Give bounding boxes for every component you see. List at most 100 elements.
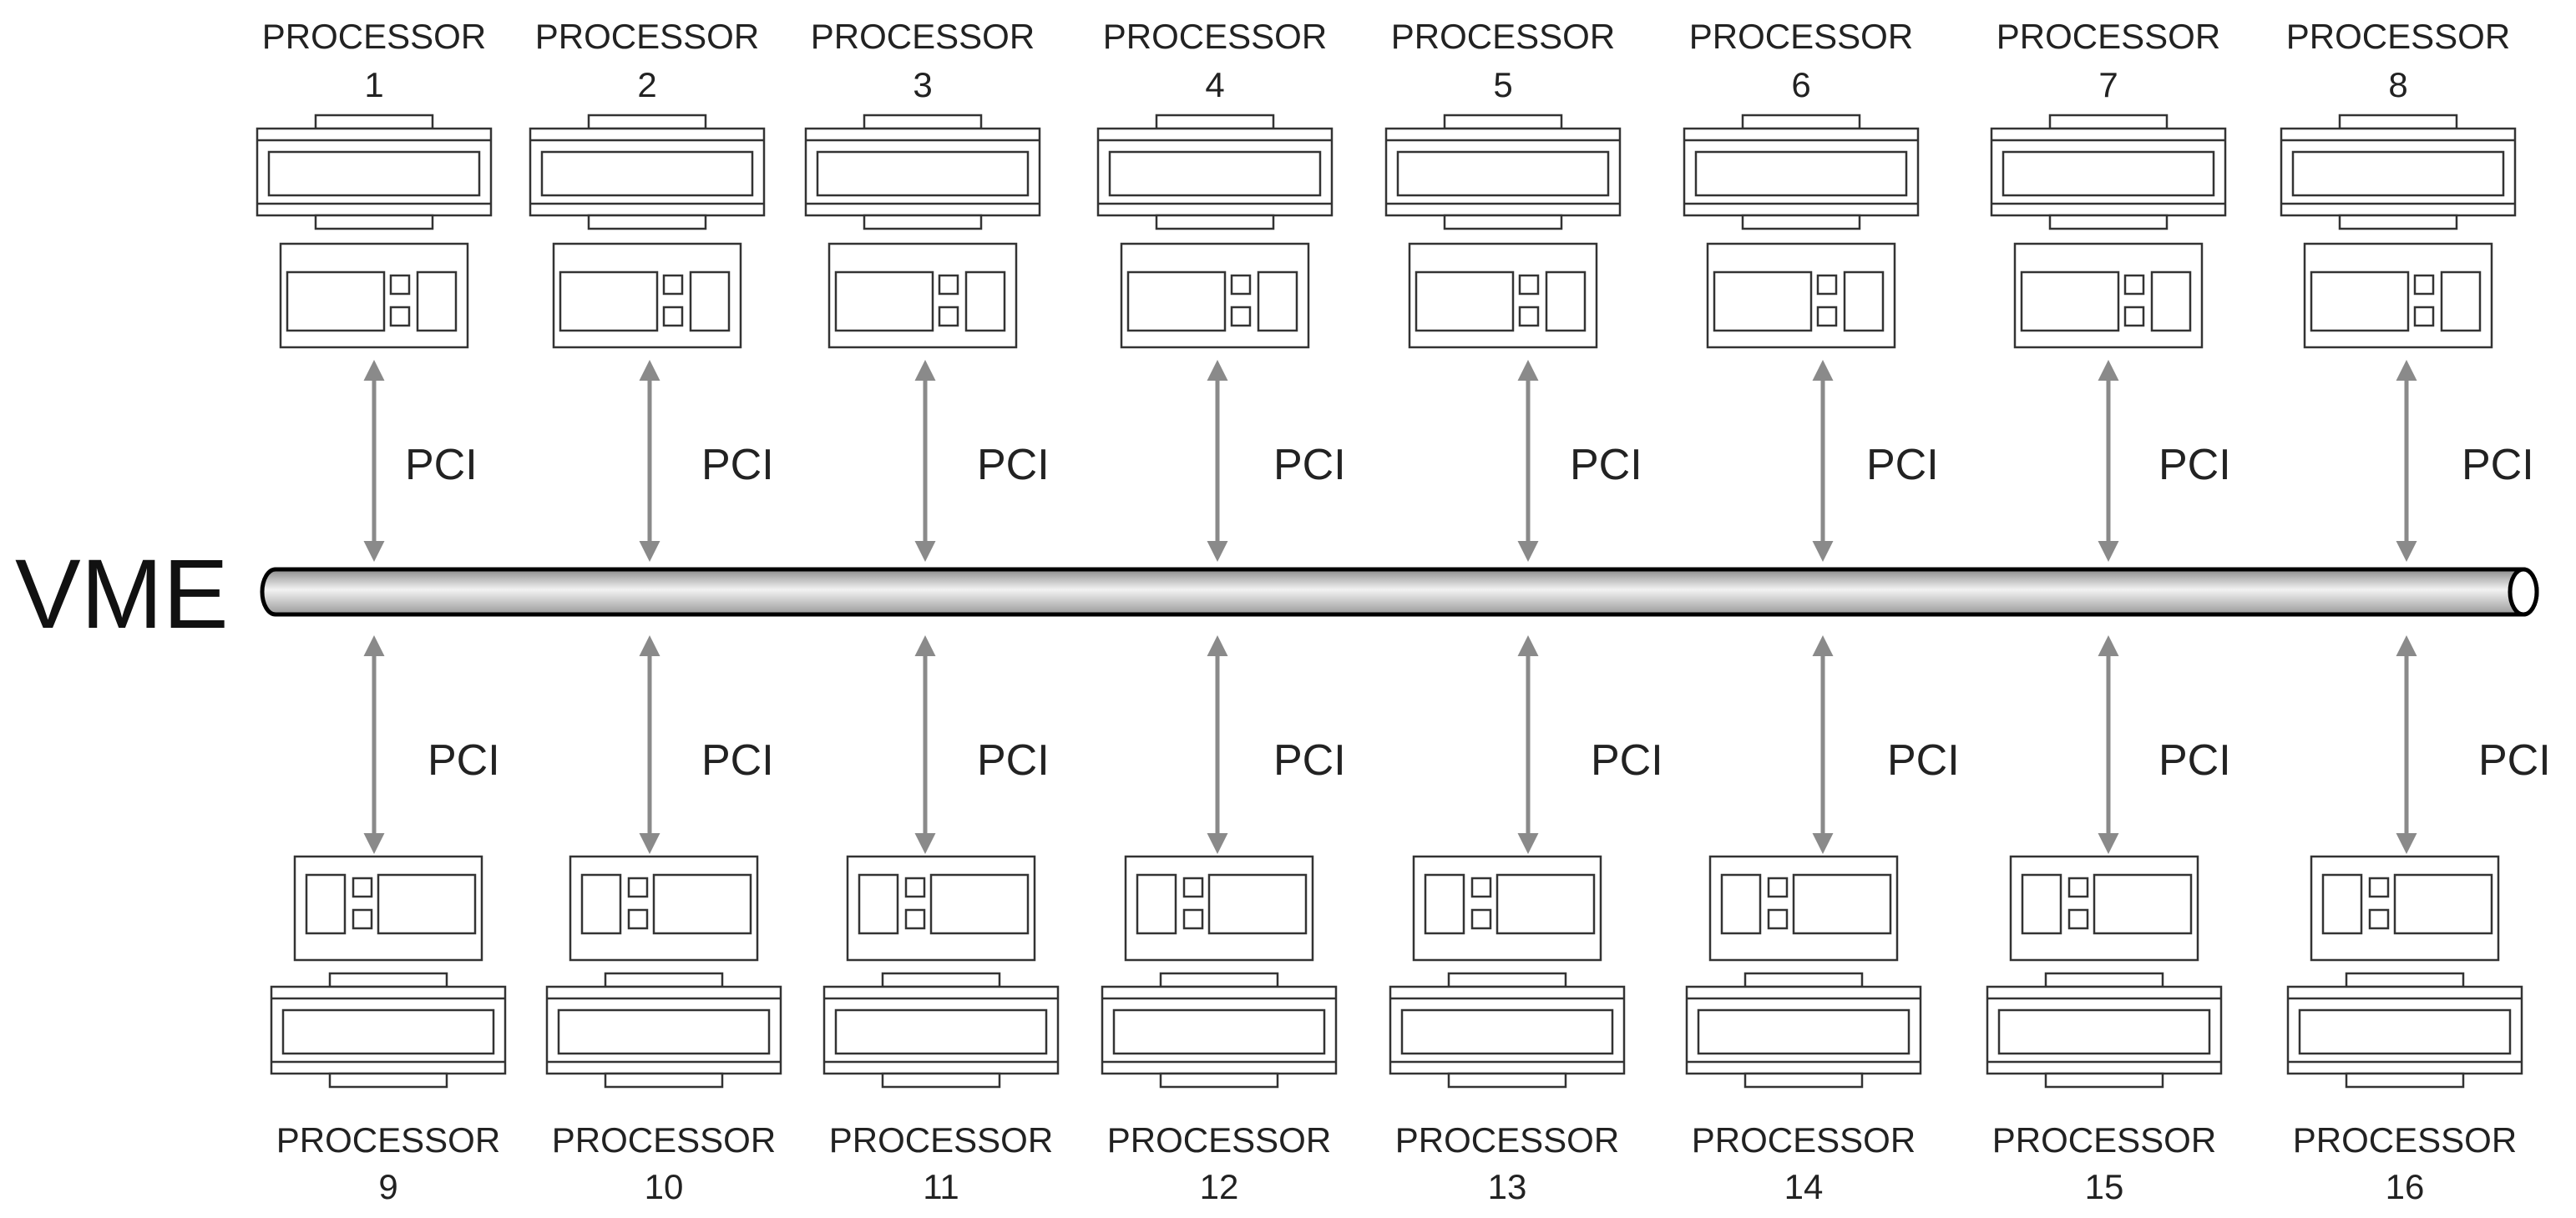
vme-bus bbox=[260, 567, 2539, 617]
keyboard-icon bbox=[2280, 114, 2517, 230]
processor-label: PROCESSOR bbox=[829, 1120, 1053, 1160]
keyboard-icon bbox=[1101, 972, 1338, 1089]
processor-number: 6 bbox=[1791, 65, 1810, 104]
pci-label: PCI bbox=[977, 441, 1050, 489]
processor-label: PROCESSOR bbox=[2286, 17, 2510, 56]
processor-label: PROCESSOR bbox=[1103, 17, 1327, 56]
pci-label: PCI bbox=[1591, 736, 1663, 785]
processor-label: PROCESSOR bbox=[2293, 1120, 2517, 1160]
processor-label: PROCESSOR bbox=[1692, 1120, 1916, 1160]
processor-number: 2 bbox=[637, 65, 656, 104]
processor-label: PROCESSOR bbox=[811, 17, 1035, 56]
pci-label: PCI bbox=[2158, 736, 2231, 785]
pci-label: PCI bbox=[977, 736, 1050, 785]
processor-label: PROCESSOR bbox=[1997, 17, 2220, 56]
processor-label: PROCESSOR bbox=[262, 17, 486, 56]
computer-terminal-icon bbox=[1120, 242, 1310, 349]
processor-number: 16 bbox=[2386, 1167, 2425, 1206]
computer-terminal-icon bbox=[2009, 855, 2199, 962]
computer-terminal-icon bbox=[1408, 242, 1598, 349]
pci-label: PCI bbox=[405, 441, 478, 489]
computer-terminal-icon bbox=[1708, 855, 1899, 962]
processor-number: 12 bbox=[1200, 1167, 1239, 1206]
keyboard-icon bbox=[1683, 114, 1920, 230]
processor-11: PCI PROCESSOR 11 bbox=[822, 635, 1060, 1206]
computer-terminal-icon bbox=[552, 242, 742, 349]
processor-number: 15 bbox=[2085, 1167, 2124, 1206]
keyboard-icon bbox=[1096, 114, 1334, 230]
computer-terminal-icon bbox=[2303, 242, 2493, 349]
pci-label: PCI bbox=[1273, 441, 1346, 489]
processor-label: PROCESSOR bbox=[1107, 1120, 1331, 1160]
processor-number: 7 bbox=[2098, 65, 2118, 104]
computer-terminal-icon bbox=[293, 855, 483, 962]
pci-label: PCI bbox=[701, 736, 774, 785]
processor-label: PROCESSOR bbox=[535, 17, 759, 56]
computer-terminal-icon bbox=[846, 855, 1036, 962]
keyboard-icon bbox=[2286, 972, 2523, 1089]
keyboard-icon bbox=[1685, 972, 1922, 1089]
processor-label: PROCESSOR bbox=[1391, 17, 1615, 56]
computer-terminal-icon bbox=[569, 855, 759, 962]
pci-label: PCI bbox=[2462, 441, 2534, 489]
processor-label: PROCESSOR bbox=[1689, 17, 1913, 56]
computer-terminal-icon bbox=[827, 242, 1018, 349]
pci-label: PCI bbox=[1866, 441, 1939, 489]
processor-12: PCI PROCESSOR 12 bbox=[1101, 635, 1346, 1206]
processor-number: 13 bbox=[1488, 1167, 1527, 1206]
computer-terminal-icon bbox=[1706, 242, 1896, 349]
pci-label: PCI bbox=[1570, 441, 1642, 489]
keyboard-icon bbox=[256, 114, 493, 230]
pci-label: PCI bbox=[2158, 441, 2231, 489]
processor-9: PCI PROCESSOR 9 bbox=[270, 635, 507, 1206]
computer-terminal-icon bbox=[279, 242, 469, 349]
keyboard-icon bbox=[1986, 972, 2223, 1089]
processor-number: 5 bbox=[1493, 65, 1512, 104]
processor-number: 3 bbox=[913, 65, 932, 104]
processor-units: PROCESSOR1PCIPROCESSOR2PCIPROCESSOR3PCIP… bbox=[256, 17, 2551, 1206]
processor-number: 8 bbox=[2388, 65, 2407, 104]
processor-number: 10 bbox=[645, 1167, 684, 1206]
processor-13: PCI PROCESSOR 13 bbox=[1389, 635, 1663, 1206]
computer-terminal-icon bbox=[2310, 855, 2500, 962]
keyboard-icon bbox=[545, 972, 782, 1089]
processor-15: PCI PROCESSOR 15 bbox=[1986, 635, 2231, 1206]
processor-number: 14 bbox=[1784, 1167, 1824, 1206]
vme-bus-label: VME bbox=[15, 539, 229, 649]
keyboard-icon bbox=[529, 114, 766, 230]
processor-number: 1 bbox=[364, 65, 383, 104]
keyboard-icon bbox=[270, 972, 507, 1089]
processor-14: PCI PROCESSOR 14 bbox=[1685, 635, 1960, 1206]
pci-label: PCI bbox=[1273, 736, 1346, 785]
computer-terminal-icon bbox=[1124, 855, 1314, 962]
keyboard-icon bbox=[1384, 114, 1622, 230]
keyboard-icon bbox=[1990, 114, 2227, 230]
computer-terminal-icon bbox=[1412, 855, 1602, 962]
processor-10: PCI PROCESSOR 10 bbox=[545, 635, 782, 1206]
pci-label: PCI bbox=[2478, 736, 2551, 785]
processor-label: PROCESSOR bbox=[1992, 1120, 2216, 1160]
keyboard-icon bbox=[804, 114, 1041, 230]
processor-number: 11 bbox=[923, 1167, 959, 1206]
processor-number: 4 bbox=[1205, 65, 1224, 104]
processor-label: PROCESSOR bbox=[552, 1120, 776, 1160]
keyboard-icon bbox=[822, 972, 1060, 1089]
processor-label: PROCESSOR bbox=[1395, 1120, 1619, 1160]
keyboard-icon bbox=[1389, 972, 1626, 1089]
processor-label: PROCESSOR bbox=[276, 1120, 500, 1160]
processor-number: 9 bbox=[378, 1167, 397, 1206]
computer-terminal-icon bbox=[2013, 242, 2204, 349]
pci-label: PCI bbox=[701, 441, 774, 489]
pci-label: PCI bbox=[1887, 736, 1960, 785]
pci-label: PCI bbox=[428, 736, 500, 785]
processor-16: PCI PROCESSOR 16 bbox=[2286, 635, 2551, 1206]
